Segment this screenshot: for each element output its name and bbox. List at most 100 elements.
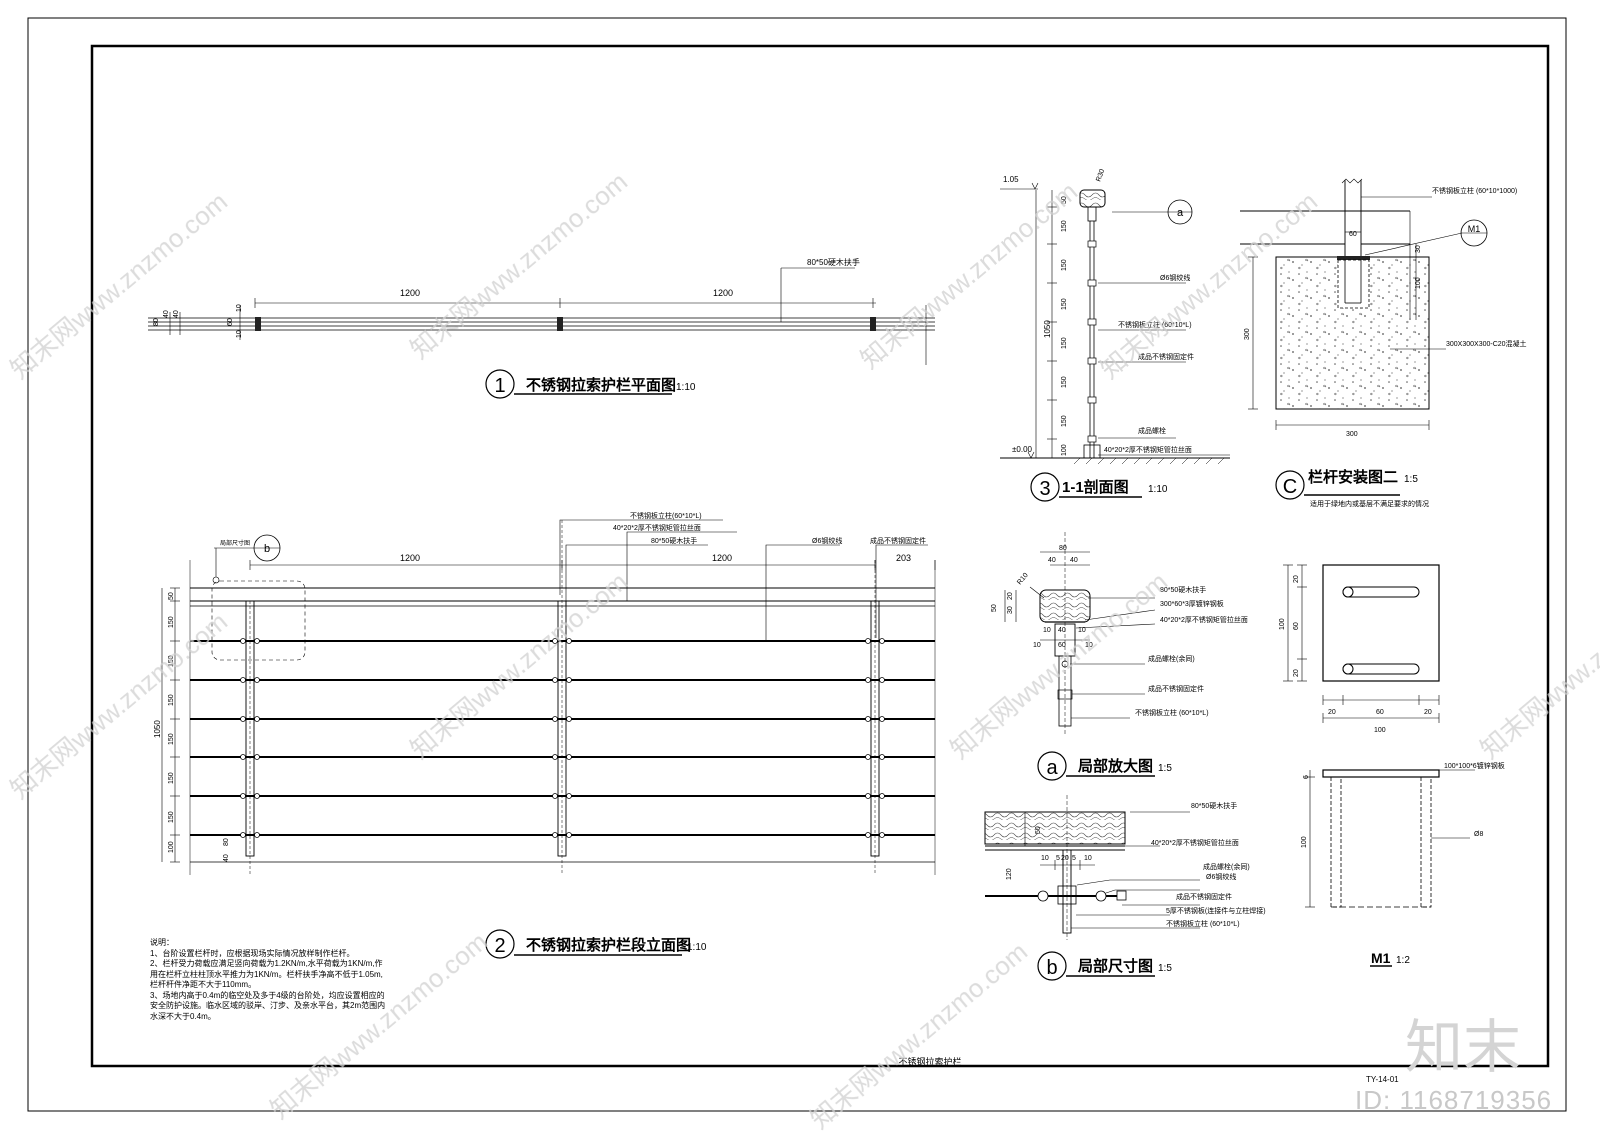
elev-scale: 1:10	[687, 942, 707, 953]
sheet-code: TY-14-01	[1366, 1075, 1399, 1084]
install-concrete-label: 300X300X300-C20混凝土	[1446, 339, 1527, 348]
elev-seg-1: 150	[168, 616, 175, 628]
section-scale: 1:10	[1148, 484, 1168, 495]
install-number: C	[1283, 476, 1297, 498]
m1-dim-v-60: 60	[1293, 622, 1300, 630]
detail-a-label-post: 不锈钢板立柱 (60*10*L)	[1135, 708, 1209, 717]
plan-post-2	[557, 317, 563, 331]
m1-dim-v-20a: 20	[1293, 575, 1300, 583]
notes-heading: 说明：	[150, 938, 174, 947]
section-view	[1000, 182, 1230, 502]
plan-dim-40a: 40	[163, 310, 170, 318]
m1-dim-h-60: 60	[1376, 709, 1384, 716]
elev-seg-top: 50	[168, 592, 175, 600]
note-item-1: 1、台阶设置栏杆时，应根据现场实际情况放样制作栏杆。	[150, 948, 355, 958]
m1-dim-v-100: 100	[1279, 618, 1286, 630]
plan-dim-60: 60	[227, 318, 234, 326]
detail-b-dim-5b: 5	[1072, 855, 1076, 862]
section-dim-8: 100	[1061, 444, 1068, 456]
watermark-3: 知末网www.znzmo.com	[855, 176, 1083, 374]
detail-a-left-20: 20	[1007, 592, 1014, 600]
plan-dim-40b: 40	[173, 310, 180, 318]
detail-b-dim-50: 50	[1035, 826, 1042, 834]
plan-post-3	[870, 317, 876, 331]
plan-title: 不锈钢拉索护栏平面图	[526, 376, 676, 394]
detail-a-mid-40: 40	[1058, 627, 1066, 634]
detail-a-left-30: 30	[1007, 606, 1014, 614]
m1-dim-h-20b: 20	[1424, 709, 1432, 716]
install-ref: M1	[1468, 224, 1481, 234]
detail-a-mid-60: 60	[1058, 642, 1066, 649]
detail-a-mid-10d: 10	[1085, 642, 1093, 649]
install-plate	[1337, 256, 1370, 260]
detail-b-title: 局部尺寸图	[1077, 957, 1153, 975]
detail-b-dim-5a: 5	[1056, 855, 1060, 862]
section-dim-7: 150	[1061, 415, 1068, 427]
elev-base-40: 40	[223, 854, 230, 862]
detail-b-label-handrail: 80*50硬木扶手	[1191, 801, 1237, 810]
section-number: 3	[1039, 478, 1050, 500]
detail-a-dim-80: 80	[1059, 545, 1067, 552]
elev-number: 2	[494, 935, 505, 957]
elev-label-cable: Ø6钢绞线	[812, 536, 842, 545]
detail-b-dim-10b: 10	[1084, 855, 1092, 862]
elev-seg-6: 150	[168, 811, 175, 823]
detail-a-scale: 1:5	[1158, 763, 1172, 774]
detail-b-label-bolt: 成品螺栓(余同)	[1203, 862, 1250, 871]
detail-b-label-tube: 40*20*2厚不锈钢矩管拉丝面	[1151, 838, 1239, 847]
elev-seg-2: 150	[168, 655, 175, 667]
m1-plate-plan	[1322, 564, 1440, 682]
elev-label-fixing: 成品不锈钢固定件	[870, 536, 926, 545]
watermark-6: 知末网www.znzmo.com	[405, 566, 633, 764]
watermark-2: 知末网www.znzmo.com	[405, 166, 633, 364]
note-item-2: 2、栏杆受力荷载应满足竖向荷载为1.2KN/m,水平荷载为1KN/m,作用在栏杆…	[150, 959, 383, 989]
detail-a-radius: R10	[1016, 572, 1030, 586]
plan-scale: 1:10	[676, 382, 696, 393]
section-dim-4: 150	[1061, 298, 1068, 310]
install-dim-30: 30	[1415, 245, 1422, 253]
outer-frame	[27, 17, 1567, 1112]
m1-view	[1283, 564, 1475, 967]
elev-span-2: 1200	[712, 553, 732, 563]
plan-dim-10a: 10	[236, 304, 243, 312]
section-dim-5: 150	[1061, 337, 1068, 349]
design-notes: 说明： 1、台阶设置栏杆时，应根据现场实际情况放样制作栏杆。 2、栏杆受力荷载应…	[150, 938, 390, 1022]
detail-a-title: 局部放大图	[1077, 757, 1153, 775]
section-detail-ref: a	[1177, 207, 1184, 219]
detail-a-dim-40a: 40	[1048, 557, 1056, 564]
m1-anchor-label: Ø8	[1474, 831, 1483, 838]
elev-local-note: 局部尺寸图	[220, 539, 250, 547]
plan-number: 1	[494, 375, 505, 397]
watermark-id: ID: 1168719356	[1355, 1085, 1553, 1115]
watermark-8: 知末网www.znzmo.com	[1475, 566, 1600, 764]
detail-b-dim-20: 20	[1061, 855, 1069, 862]
install-title: 栏杆安装图二	[1308, 468, 1398, 486]
section-handrail	[1079, 189, 1106, 208]
m1-dim-h-20a: 20	[1328, 709, 1336, 716]
elev-label-tube: 40*20*2厚不锈钢矩管拉丝面	[613, 523, 701, 532]
m1-plate-side	[1322, 769, 1440, 778]
detail-b-handrail	[984, 811, 1126, 845]
section-radius: R30	[1095, 168, 1106, 183]
elev-detail-ref: b	[264, 543, 270, 555]
m1-side-dim-6: 6	[1303, 775, 1310, 779]
m1-plate-label: 100*100*6镀锌钢板	[1444, 761, 1505, 770]
elev-seg-3: 150	[168, 694, 175, 706]
detail-b-dim-120: 120	[1006, 868, 1013, 880]
inner-frame	[90, 44, 1550, 1068]
section-title: 1-1剖面图	[1062, 478, 1129, 496]
elev-seg-5: 150	[168, 772, 175, 784]
install-dim-w: 300	[1346, 431, 1358, 438]
elevation-view	[161, 519, 936, 959]
detail-b-scale: 1:5	[1158, 963, 1172, 974]
install-dim-100: 100	[1415, 277, 1422, 289]
detail-b-label-plate: 5厚不锈钢板(连接件与立柱焊接)	[1166, 906, 1266, 915]
detail-a-label-tube: 40*20*2厚不锈钢矩管拉丝面	[1160, 615, 1248, 624]
install-dim-h: 300	[1244, 328, 1251, 340]
sheet-footer-title: 不锈钢拉索护栏	[898, 1056, 961, 1067]
detail-a-mid-10a: 10	[1043, 627, 1051, 634]
elev-base-80: 80	[223, 838, 230, 846]
watermark-5: 知末网www.znzmo.com	[5, 606, 233, 804]
section-label-fixing: 成品不锈钢固定件	[1138, 352, 1194, 361]
